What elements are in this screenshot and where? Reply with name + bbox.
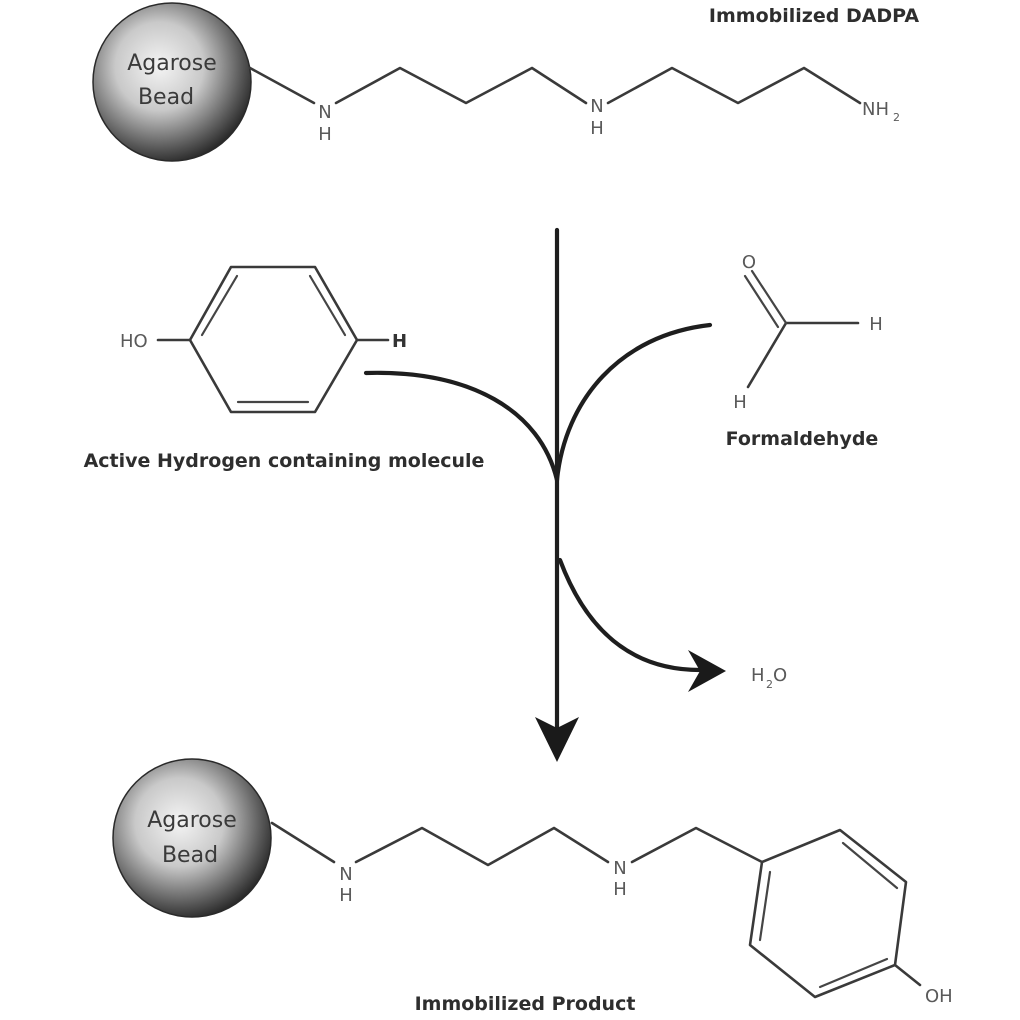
- curve-from-formaldehyde: [554, 322, 713, 483]
- atom-water-subscript: 2: [766, 678, 773, 691]
- atom-h-right: H: [869, 314, 883, 335]
- atom-product-n1: N: [339, 864, 352, 885]
- atom-h1: H: [318, 124, 332, 145]
- product-chain: N H N H: [270, 821, 764, 906]
- bond-product-chain-1: [354, 826, 610, 867]
- double-bond-2: [308, 274, 347, 337]
- product-benzene-ring: [748, 828, 908, 999]
- atom-n1: N: [318, 102, 331, 123]
- atom-product-oh: OH: [925, 986, 953, 1007]
- label-active-hydrogen: Active Hydrogen containing molecule: [84, 450, 485, 472]
- product-double-bond-2: [841, 841, 899, 890]
- agarose-bead-top: Agarose Bead: [92, 2, 252, 162]
- bond-chain-2: [606, 66, 862, 105]
- reaction-arrows: [363, 227, 726, 762]
- benzene-ring: [188, 265, 359, 414]
- bead-bottom-line2: Bead: [162, 843, 218, 868]
- product-phenol-ring: [748, 828, 922, 999]
- atom-product-h2: H: [613, 879, 627, 900]
- product-double-bond-3: [818, 957, 889, 989]
- bond-bead-n1: [248, 66, 316, 105]
- atom-water-h: H: [751, 665, 765, 686]
- atom-nh2: NH: [862, 99, 889, 120]
- atom-h2: H: [590, 118, 604, 139]
- immobilized-dadpa: Immobilized DADPA Agarose Bead N H N H N…: [92, 2, 919, 162]
- label-immobilized-product: Immobilized Product: [415, 993, 636, 1015]
- atom-nh2-subscript: 2: [893, 111, 900, 124]
- atom-water-o: O: [773, 665, 787, 686]
- atom-h-bottom: H: [733, 392, 747, 413]
- active-hydrogen-molecule: HO H Active Hydrogen containing molecule: [84, 265, 485, 472]
- atom-n2: N: [590, 96, 603, 117]
- phenol-ring: [156, 265, 390, 414]
- double-bond-co-2: [743, 274, 780, 329]
- label-formaldehyde: Formaldehyde: [726, 428, 879, 450]
- bond-c-h-bottom: [746, 321, 788, 389]
- atom-product-n2: N: [613, 858, 626, 879]
- bead-sphere-top: [92, 2, 252, 162]
- atom-ho: HO: [120, 331, 148, 352]
- double-bond-1: [200, 274, 239, 337]
- bead-label-line1: Agarose: [127, 51, 217, 76]
- bead-sphere-bottom: [112, 758, 272, 918]
- agarose-bead-bottom: Agarose Bead: [112, 758, 272, 918]
- main-arrowhead-icon: [535, 717, 579, 762]
- bead-label-line2: Bead: [138, 85, 194, 110]
- title-immobilized-dadpa: Immobilized DADPA: [709, 5, 919, 27]
- formaldehyde: O H H Formaldehyde: [726, 252, 883, 450]
- water-arrowhead-icon: [688, 650, 726, 692]
- bead-bottom-line1: Agarose: [147, 808, 237, 833]
- curve-to-water: [557, 557, 703, 673]
- atom-o: O: [742, 252, 756, 273]
- double-bond-co-1: [750, 269, 788, 325]
- bond-chain-1: [334, 66, 588, 105]
- atom-product-h1: H: [339, 885, 353, 906]
- product-double-bond-1: [758, 870, 772, 942]
- bond-bead-n1-bottom: [270, 821, 336, 864]
- dadpa-chain: N H N H NH 2: [248, 66, 900, 145]
- atom-active-h: H: [392, 331, 407, 352]
- immobilized-product: Agarose Bead N H N H OH Immobilized Prod…: [112, 758, 953, 1015]
- bond-product-oh: [893, 963, 922, 987]
- bond-product-chain-2: [630, 826, 764, 864]
- water-byproduct: H 2 O: [751, 665, 787, 691]
- curve-from-phenol: [363, 370, 560, 483]
